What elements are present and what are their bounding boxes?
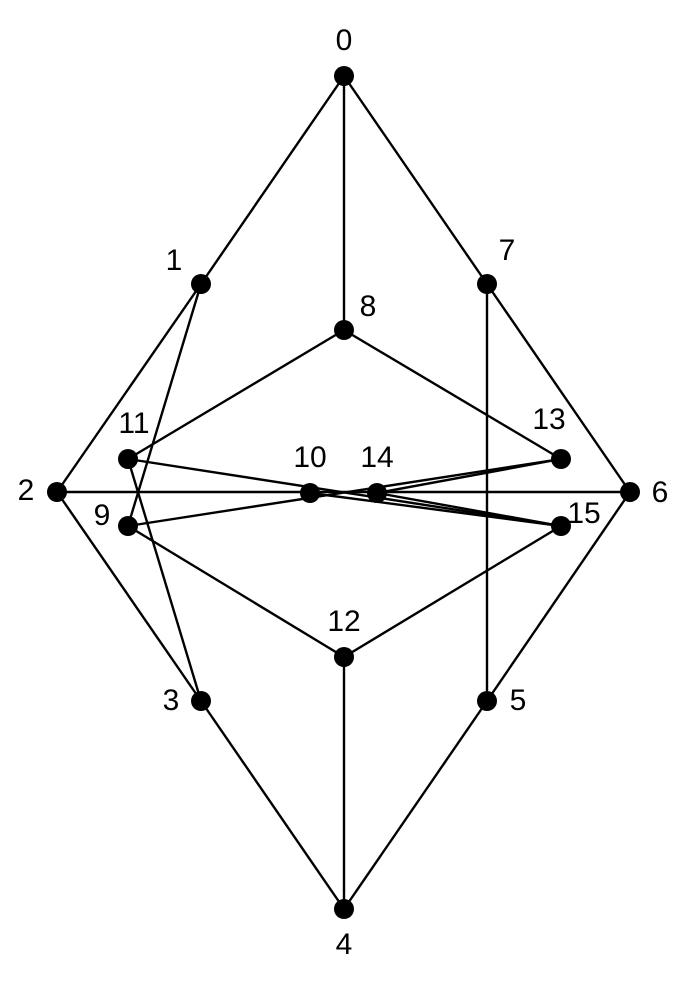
edge-8-11	[127, 328, 345, 461]
node-label-4: 4	[336, 928, 353, 961]
graph-nodes	[47, 66, 640, 919]
node-label-15: 15	[567, 497, 600, 530]
node-label-13: 13	[532, 403, 565, 436]
node-label-8: 8	[360, 290, 377, 323]
edge-0-7	[343, 75, 488, 285]
node-8	[334, 320, 354, 340]
edge-2-3	[56, 491, 202, 702]
edge-6-7	[486, 283, 631, 493]
node-label-12: 12	[327, 605, 360, 638]
edge-9-12	[127, 524, 345, 659]
edge-0-1	[200, 75, 345, 285]
node-label-11: 11	[118, 407, 149, 440]
node-12	[334, 647, 354, 667]
node-label-3: 3	[163, 684, 180, 717]
node-3	[191, 691, 211, 711]
graph-edges	[56, 75, 631, 910]
node-label-1: 1	[166, 244, 183, 277]
edge-4-5	[343, 700, 488, 910]
node-label-7: 7	[499, 234, 516, 267]
edge-1-2	[56, 283, 202, 493]
node-1	[191, 274, 211, 294]
edge-12-15	[343, 524, 562, 659]
node-label-6: 6	[652, 476, 669, 509]
node-0	[334, 66, 354, 86]
edge-3-11	[126, 458, 203, 702]
node-label-5: 5	[510, 684, 527, 717]
node-5	[477, 691, 497, 711]
edge-13-14	[376, 457, 562, 495]
node-4	[334, 899, 354, 919]
edge-14-15	[376, 491, 562, 528]
edge-8-13	[343, 328, 562, 461]
node-6	[620, 482, 640, 502]
edge-11-15	[127, 457, 562, 528]
node-14	[367, 483, 387, 503]
node-label-9: 9	[94, 499, 111, 532]
node-label-14: 14	[360, 441, 393, 474]
node-10	[300, 483, 320, 503]
node-label-2: 2	[18, 474, 35, 507]
node-9	[118, 516, 138, 536]
node-label-10: 10	[293, 441, 326, 474]
node-7	[477, 274, 497, 294]
node-label-0: 0	[336, 24, 353, 57]
node-2	[47, 482, 67, 502]
edge-5-6	[486, 491, 631, 702]
edge-3-4	[200, 700, 345, 910]
node-13	[551, 449, 571, 469]
edge-1-9	[126, 283, 203, 527]
node-15	[551, 516, 571, 536]
node-11	[118, 449, 138, 469]
